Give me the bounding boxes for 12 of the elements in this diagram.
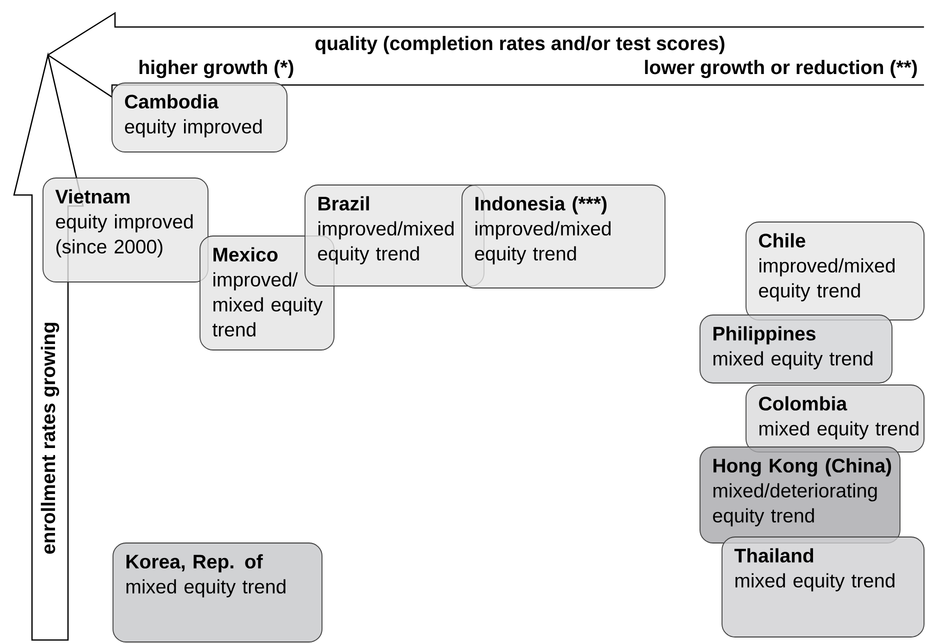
axis-label: enrollment rates growing (40, 322, 60, 554)
country-box: Hong Kong (China) mixed/deteriorating equity trend (700, 446, 900, 544)
axis-label: quality (completion rates and/or test scores) (315, 36, 724, 54)
country-box: Thailand mixed equity trend (722, 536, 924, 638)
country-box: Korea, Rep. of mixed equity trend (112, 542, 322, 642)
country-box: Philippines mixed equity trend (700, 314, 892, 384)
axis-label: lower growth or reduction (**) (645, 60, 917, 78)
country-box: Cambodia equity improved (112, 82, 288, 152)
country-box: Colombia mixed equity trend (746, 384, 924, 452)
country-box: Chile improved/mixed equity trend (746, 222, 924, 320)
country-box: Vietnam equity improved (since 2000) (42, 178, 208, 282)
country-box: Indonesia (***) improved/mixed equity trend (462, 184, 666, 288)
